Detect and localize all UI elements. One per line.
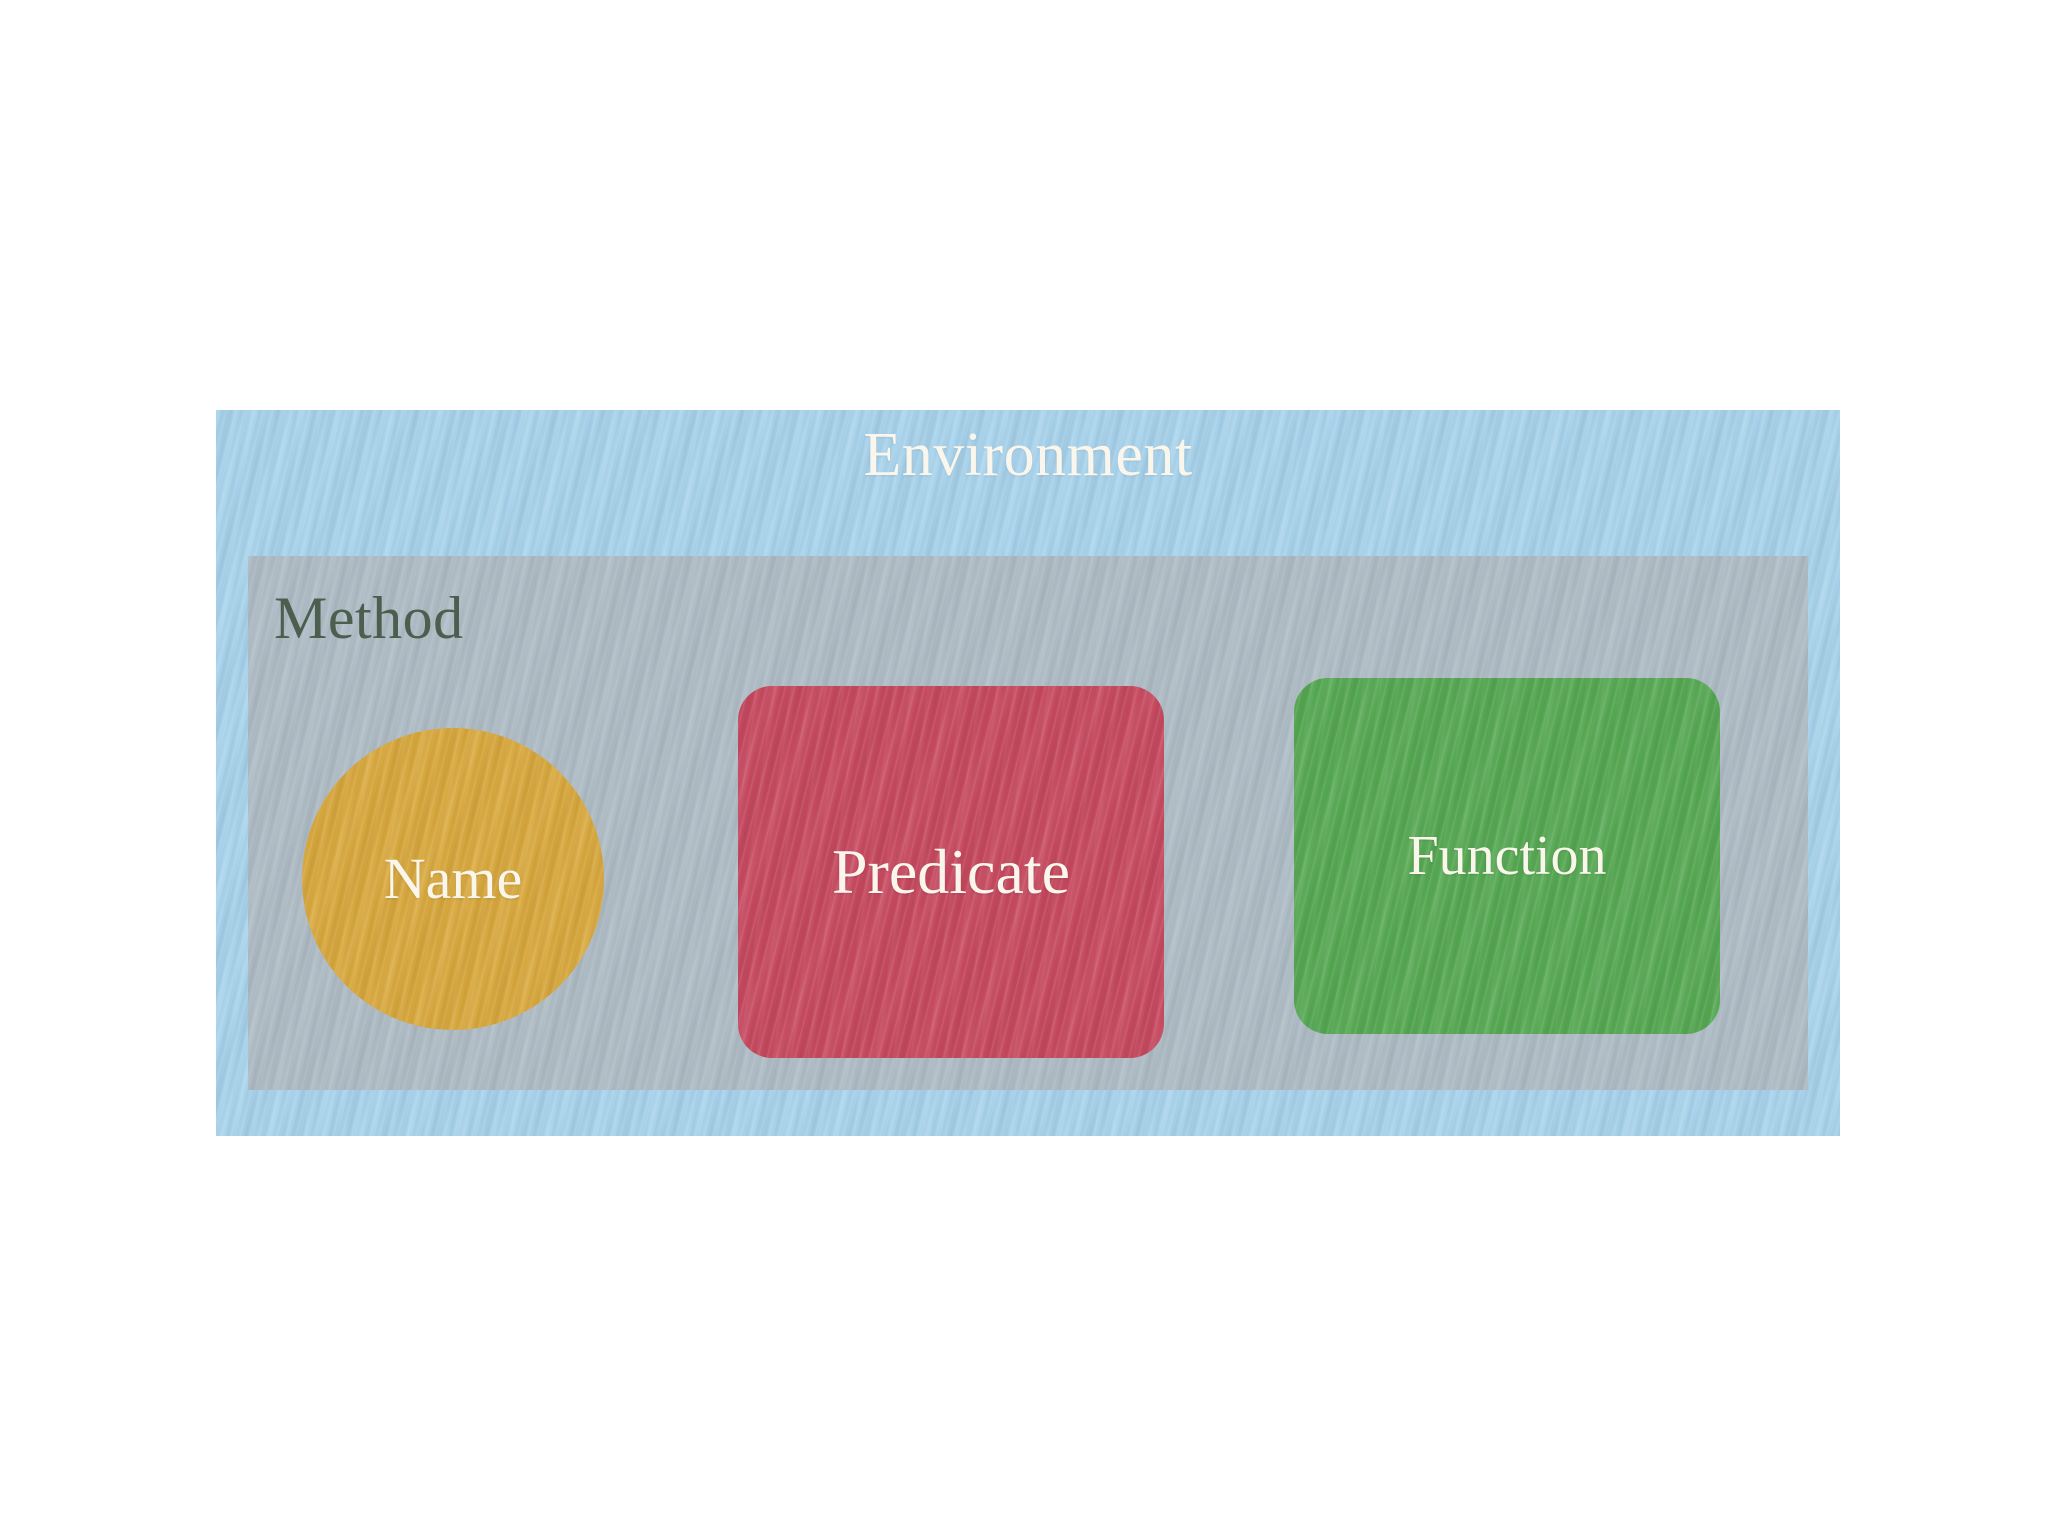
method-container: Method Name Predicate Function (248, 556, 1808, 1090)
method-title: Method (274, 585, 464, 651)
node-function-label: Function (1407, 825, 1607, 887)
node-name[interactable]: Name (302, 728, 604, 1030)
environment-title: Environment (863, 421, 1193, 489)
node-predicate[interactable]: Predicate (738, 686, 1164, 1058)
node-name-label: Name (383, 846, 523, 911)
environment-container: Environment Method Name Predicate Functi… (216, 410, 1840, 1136)
node-function[interactable]: Function (1294, 678, 1720, 1034)
node-predicate-label: Predicate (831, 836, 1071, 907)
